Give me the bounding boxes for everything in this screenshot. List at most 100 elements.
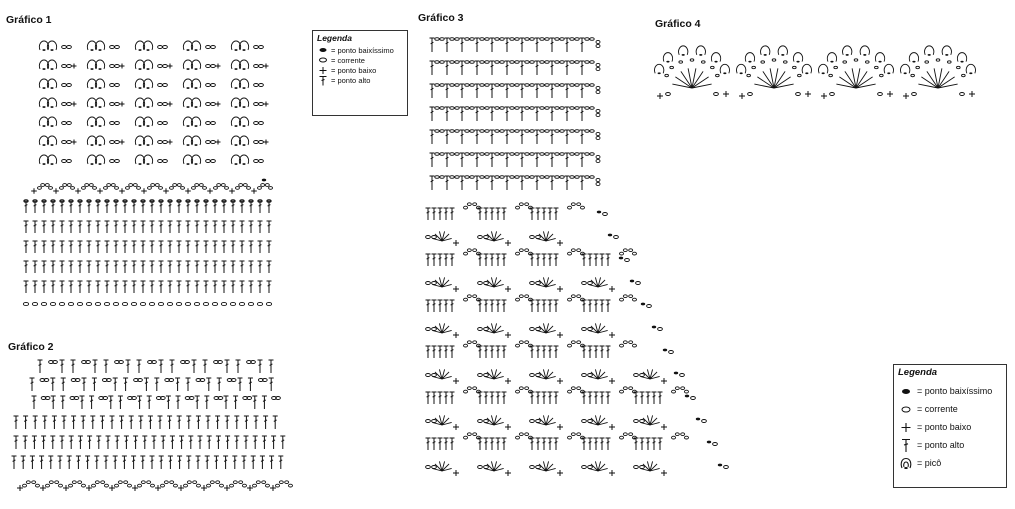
plus-icon bbox=[119, 139, 125, 145]
picot-icon bbox=[710, 52, 722, 63]
t-stitch-icon bbox=[113, 240, 119, 253]
t-stitch-icon bbox=[59, 280, 65, 293]
t-stitch-icon bbox=[504, 106, 510, 121]
t-stitch-icon bbox=[495, 299, 501, 312]
oval-icon bbox=[35, 483, 40, 488]
oval-icon bbox=[469, 106, 475, 110]
oval-icon bbox=[576, 432, 582, 437]
oval-icon bbox=[157, 45, 163, 49]
oval-icon bbox=[574, 152, 580, 156]
oval-icon bbox=[127, 396, 133, 400]
oval-icon bbox=[44, 183, 50, 187]
t-stitch-icon bbox=[257, 240, 263, 253]
oval-icon bbox=[464, 106, 470, 110]
t-stitch-icon bbox=[32, 260, 38, 273]
t-stitch-icon bbox=[146, 395, 152, 409]
t-stitch-icon bbox=[41, 240, 47, 253]
oval-icon bbox=[524, 175, 530, 179]
oval-icon bbox=[746, 73, 751, 78]
legend-label: = ponto baixíssimo bbox=[917, 386, 993, 396]
oval-icon bbox=[877, 92, 883, 96]
plus-icon bbox=[155, 485, 161, 491]
oval-icon bbox=[439, 129, 445, 133]
oval-icon bbox=[554, 152, 560, 156]
t-stitch-icon bbox=[898, 438, 914, 453]
legend-item: = corrente bbox=[898, 400, 1002, 418]
oval-icon bbox=[137, 483, 142, 488]
oval-icon bbox=[668, 350, 674, 354]
oval-icon bbox=[160, 483, 165, 488]
oval-icon bbox=[67, 301, 75, 307]
picot-icon bbox=[182, 135, 194, 146]
t-stitch-icon bbox=[317, 75, 329, 86]
t-stitch-icon bbox=[429, 106, 435, 121]
t-stitch-icon bbox=[645, 437, 651, 450]
oval-icon bbox=[150, 483, 155, 488]
plus-icon bbox=[167, 139, 173, 145]
oval-icon bbox=[184, 360, 190, 364]
t-stitch-icon bbox=[261, 395, 267, 409]
t-stitch-icon bbox=[535, 437, 541, 450]
t-stitch-icon bbox=[425, 345, 431, 358]
t-stitch-icon bbox=[91, 377, 97, 391]
picot-icon bbox=[46, 154, 58, 165]
oval-icon bbox=[224, 186, 229, 190]
oval-icon bbox=[114, 140, 120, 144]
oval-icon bbox=[587, 465, 593, 469]
t-stitch-icon bbox=[489, 253, 495, 266]
t-stitch-icon bbox=[239, 280, 245, 293]
t-stitch-icon bbox=[68, 260, 74, 273]
t-stitch-icon bbox=[581, 345, 587, 358]
picot-icon bbox=[190, 97, 202, 108]
oval-icon bbox=[619, 297, 624, 302]
plus-icon bbox=[71, 101, 77, 107]
oval-icon bbox=[469, 175, 475, 179]
picot-icon bbox=[238, 154, 250, 165]
oval-icon bbox=[576, 202, 582, 207]
plus-icon bbox=[609, 286, 615, 292]
t-stitch-icon bbox=[176, 220, 182, 233]
t-stitch-icon bbox=[449, 437, 455, 450]
t-stitch-icon bbox=[581, 253, 587, 266]
t-stitch-icon bbox=[13, 435, 19, 449]
t-stitch-icon bbox=[239, 260, 245, 273]
t-stitch-icon bbox=[519, 60, 525, 75]
oval-icon bbox=[284, 480, 290, 485]
plus-icon bbox=[609, 470, 615, 476]
oval-icon bbox=[162, 159, 168, 163]
oval-icon bbox=[632, 343, 637, 348]
t-stitch-icon bbox=[225, 435, 231, 449]
oval-icon bbox=[191, 186, 196, 190]
t-stitch-icon bbox=[29, 455, 35, 469]
picot-icon bbox=[86, 154, 98, 165]
oval-icon bbox=[466, 386, 472, 391]
t-stitch-icon bbox=[48, 455, 54, 469]
t-stitch-icon bbox=[449, 391, 455, 404]
oval-icon bbox=[147, 186, 152, 190]
oval-icon bbox=[581, 327, 587, 331]
t-stitch-icon bbox=[50, 200, 56, 213]
oval-icon bbox=[439, 175, 445, 179]
oval-icon bbox=[431, 235, 437, 239]
oval-icon bbox=[439, 152, 445, 156]
oval-icon bbox=[509, 83, 515, 87]
t-stitch-icon bbox=[483, 253, 489, 266]
oval-icon bbox=[529, 83, 535, 87]
oval-icon bbox=[499, 152, 505, 156]
oval-icon bbox=[472, 340, 478, 345]
t-stitch-icon bbox=[212, 220, 218, 233]
oval-icon bbox=[514, 60, 520, 64]
picot-icon bbox=[134, 135, 146, 146]
picot-icon bbox=[842, 45, 853, 56]
t-stitch-icon bbox=[122, 260, 128, 273]
oval-icon bbox=[230, 378, 237, 382]
oval-icon bbox=[589, 129, 595, 133]
filled-oval-icon bbox=[717, 463, 723, 467]
t-stitch-icon bbox=[579, 83, 585, 98]
oval-icon bbox=[205, 45, 211, 49]
legend-label: = ponto baixo bbox=[917, 422, 972, 432]
t-stitch-icon bbox=[215, 435, 221, 449]
oval-icon bbox=[114, 102, 120, 106]
oval-icon bbox=[524, 340, 530, 345]
oval-icon bbox=[86, 199, 92, 203]
